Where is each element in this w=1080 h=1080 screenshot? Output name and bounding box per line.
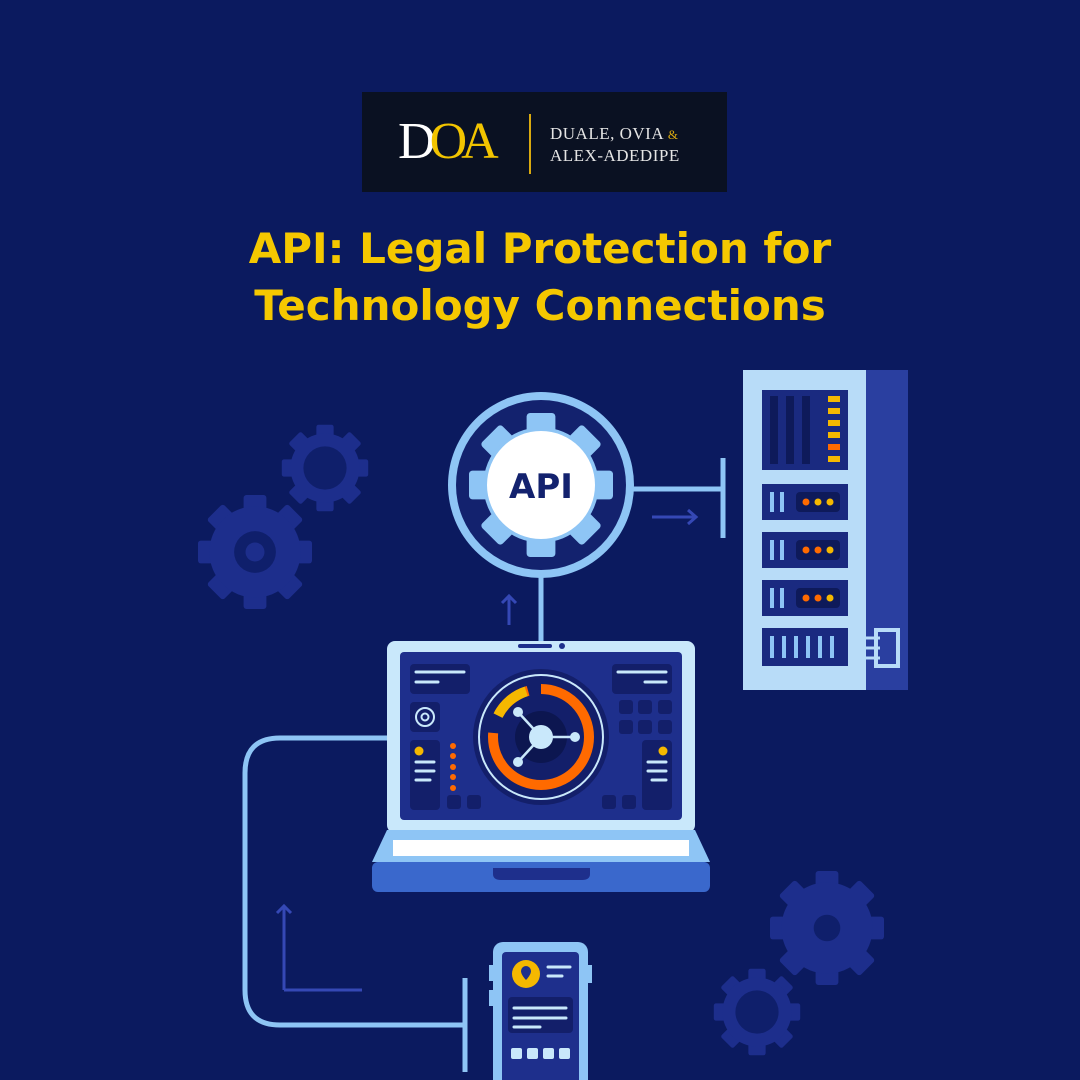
gear-icon — [713, 968, 801, 1056]
location-pin-icon — [521, 966, 531, 980]
api-gear-badge: API — [448, 392, 634, 578]
laptop-icon — [372, 641, 710, 892]
api-label: API — [509, 467, 573, 507]
arrow-icon — [275, 508, 699, 992]
title-line-2: Technology Connections — [254, 281, 826, 330]
logo-divider — [529, 114, 531, 174]
connection-lines — [242, 458, 726, 1072]
server-rack-icon — [743, 370, 908, 690]
logo-monogram: DOA — [398, 113, 499, 170]
logo-firm-name: DUALE, OVIA & ALEX-ADEDIPE — [550, 124, 680, 165]
gear-icon — [198, 495, 312, 609]
firm-logo: DOA DUALE, OVIA & ALEX-ADEDIPE — [362, 92, 727, 192]
page-title: API: Legal Protection for Technology Con… — [0, 220, 1080, 334]
smartphone-icon — [489, 942, 592, 1080]
gear-icon — [281, 424, 369, 512]
gear-icon — [770, 871, 884, 985]
title-line-1: API: Legal Protection for — [248, 224, 832, 273]
